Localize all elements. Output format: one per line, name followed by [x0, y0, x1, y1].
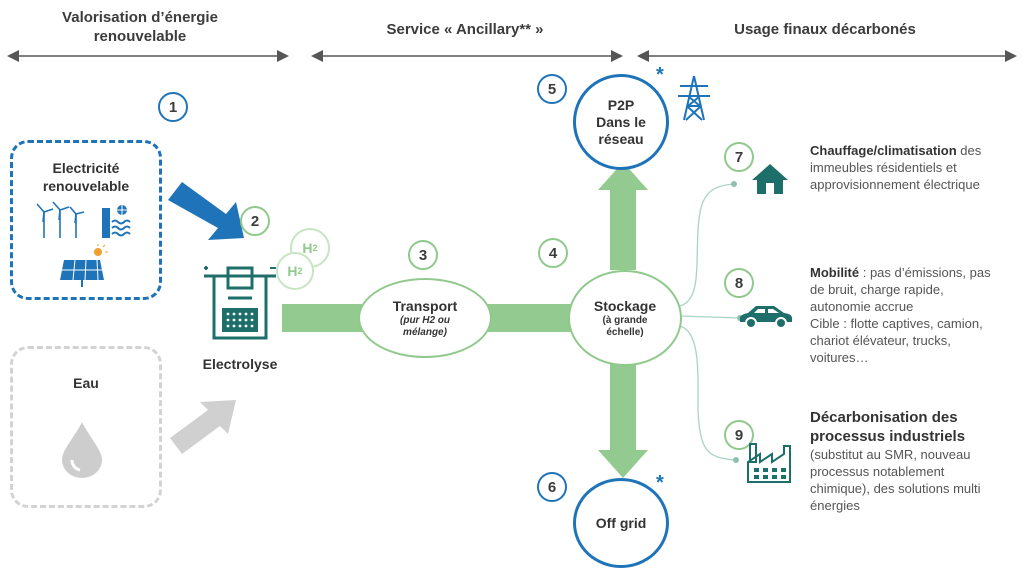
h2-label: H	[302, 240, 313, 256]
car-icon	[740, 306, 792, 329]
wind-turbine-icon	[36, 201, 85, 238]
storage-title: Stockage	[593, 297, 657, 314]
solar-panel-icon	[60, 244, 108, 287]
use-9-rest: (substitut au SMR, nouveau processus not…	[810, 447, 981, 513]
house-icon	[752, 164, 788, 194]
p2p-star: *	[656, 64, 664, 86]
transport-subtitle: (pur H2 ou mélange)	[400, 314, 450, 338]
connector-dot-7	[731, 181, 737, 187]
h2-sub: 2	[297, 266, 303, 276]
water-drop-icon	[62, 422, 102, 478]
use-8-bold: Mobilité	[810, 265, 860, 280]
offgrid-star: *	[656, 472, 664, 494]
offgrid-node: Off grid	[573, 478, 669, 568]
connector-dot-9	[733, 457, 739, 463]
h2-sub: 2	[312, 243, 318, 253]
pylon-icon	[678, 75, 710, 121]
storage-to-p2p-arrow	[598, 162, 648, 270]
use-8-text: Mobilité : pas d’émissions, pas de bruit…	[810, 264, 1000, 366]
water-input-arrow	[170, 400, 236, 454]
transport-node: Transport (pur H2 ou mélange)	[358, 278, 492, 358]
storage-subtitle: (à grande échelle)	[602, 314, 648, 338]
storage-to-offgrid-arrow	[598, 358, 648, 478]
step-8: 8	[724, 268, 754, 298]
step-2: 2	[240, 206, 270, 236]
water-title: Eau	[73, 375, 99, 391]
p2p-node: P2P Dans le réseau	[573, 74, 669, 170]
electrolyzer-icon	[204, 266, 276, 340]
header-left: Valorisation d’énergie renouvelable	[62, 9, 218, 45]
water-source-box: Eau	[10, 346, 162, 508]
step-5: 5	[537, 74, 567, 104]
use-7-text: Chauffage/climatisation des immeubles ré…	[810, 142, 1014, 193]
header-right: Usage finaux décarbonés	[734, 21, 916, 38]
use-7-bold: Chauffage/climatisation	[810, 143, 957, 158]
transport-storage-bar	[488, 304, 574, 332]
p2p-label: P2P Dans le réseau	[596, 96, 646, 147]
use-connectors	[679, 183, 741, 461]
transport-title: Transport	[392, 297, 458, 314]
step-4: 4	[538, 238, 568, 268]
electricity-input-arrow	[168, 182, 244, 240]
electrolysis-label: Electrolyse	[202, 356, 278, 372]
step-1: 1	[158, 92, 188, 122]
offgrid-label: Off grid	[595, 514, 647, 531]
electricity-title: Electricité renouvelable	[42, 160, 130, 194]
step-3: 3	[408, 240, 438, 270]
use-9-title: Décarbonisation des processus industriel…	[810, 409, 966, 445]
electrolysis-transport-bar	[282, 304, 362, 332]
factory-icon	[747, 443, 791, 483]
h2-label: H	[287, 263, 298, 279]
header-middle: Service « Ancillary** »	[386, 21, 544, 38]
hydro-dam-icon	[102, 203, 131, 238]
use-8-target: Cible : flotte captives, camion, chariot…	[810, 316, 983, 365]
use-8-rest: : pas d’émissions, pas de bruit, charge …	[810, 265, 991, 314]
use-7-rest: des immeubles résidentiels et approvisio…	[810, 143, 982, 192]
storage-node: Stockage (à grande échelle)	[568, 270, 682, 366]
step-6: 6	[537, 472, 567, 502]
step-7: 7	[724, 142, 754, 172]
use-9-text: Décarbonisation des processus industriel…	[810, 408, 1000, 514]
electricity-source-box: Electricité renouvelable	[10, 140, 162, 300]
